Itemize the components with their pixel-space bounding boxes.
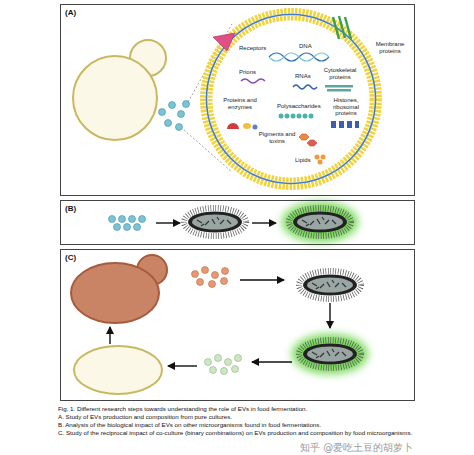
- bacterium: [299, 340, 361, 368]
- panel-frame: (A) Receptors DNA Membrane proteinsPrionsR…: [60, 4, 415, 196]
- content-label: Lipids: [295, 157, 311, 164]
- panel-frame: (C): [60, 249, 415, 401]
- content-label: Proteins and enzymes: [221, 97, 259, 110]
- bacterium-glow: [292, 334, 368, 374]
- figure-caption: Fig. 1. Different research steps towards…: [58, 405, 470, 413]
- yeast-cell: [73, 40, 166, 140]
- ev-dots: [159, 101, 190, 131]
- panel-letter: (B): [65, 204, 76, 213]
- content-label: Histones, ribosomal proteins: [329, 97, 363, 117]
- bacterium: [289, 208, 351, 236]
- ev-dots: [109, 216, 146, 231]
- panel-letter: (C): [65, 253, 76, 262]
- watermark: 知乎 @爱吃土豆的胡萝卜: [300, 441, 413, 455]
- content-label: Pigments and toxins: [257, 131, 297, 144]
- caption-line: C. Study of the reciprocal impact of co-…: [58, 429, 470, 437]
- content-label: Receptors: [239, 45, 266, 52]
- caption-line: B. Analysis of the biological impact of …: [58, 421, 470, 429]
- vesicle-node: ReceptorsDNAMembrane proteinsPrionsRNAsC…: [199, 7, 383, 191]
- yeast-cell: [74, 346, 162, 394]
- caption-box: Fig. 1. Different research steps towards…: [58, 405, 470, 437]
- content-label: Membrane proteins: [373, 41, 407, 54]
- content-label: Polysaccharides: [277, 103, 321, 110]
- caption-line: A. Study of EVs production and compositi…: [58, 413, 470, 421]
- content-label: RNAs: [295, 73, 311, 80]
- arrows: [110, 280, 330, 366]
- content-label: DNA: [299, 43, 312, 50]
- content-label: Cytoskeletal proteins: [321, 67, 359, 80]
- ev-dots-orange: [192, 267, 229, 288]
- bacterium: [299, 271, 361, 299]
- yeast-cell-brown: [71, 255, 167, 323]
- bacterium-glow: [282, 202, 358, 242]
- bacterium: [184, 208, 246, 236]
- content-label: Prions: [239, 69, 256, 76]
- panel-letter: (A): [65, 8, 76, 17]
- panel-frame: (B): [60, 200, 415, 245]
- ev-dots-green: [205, 355, 242, 375]
